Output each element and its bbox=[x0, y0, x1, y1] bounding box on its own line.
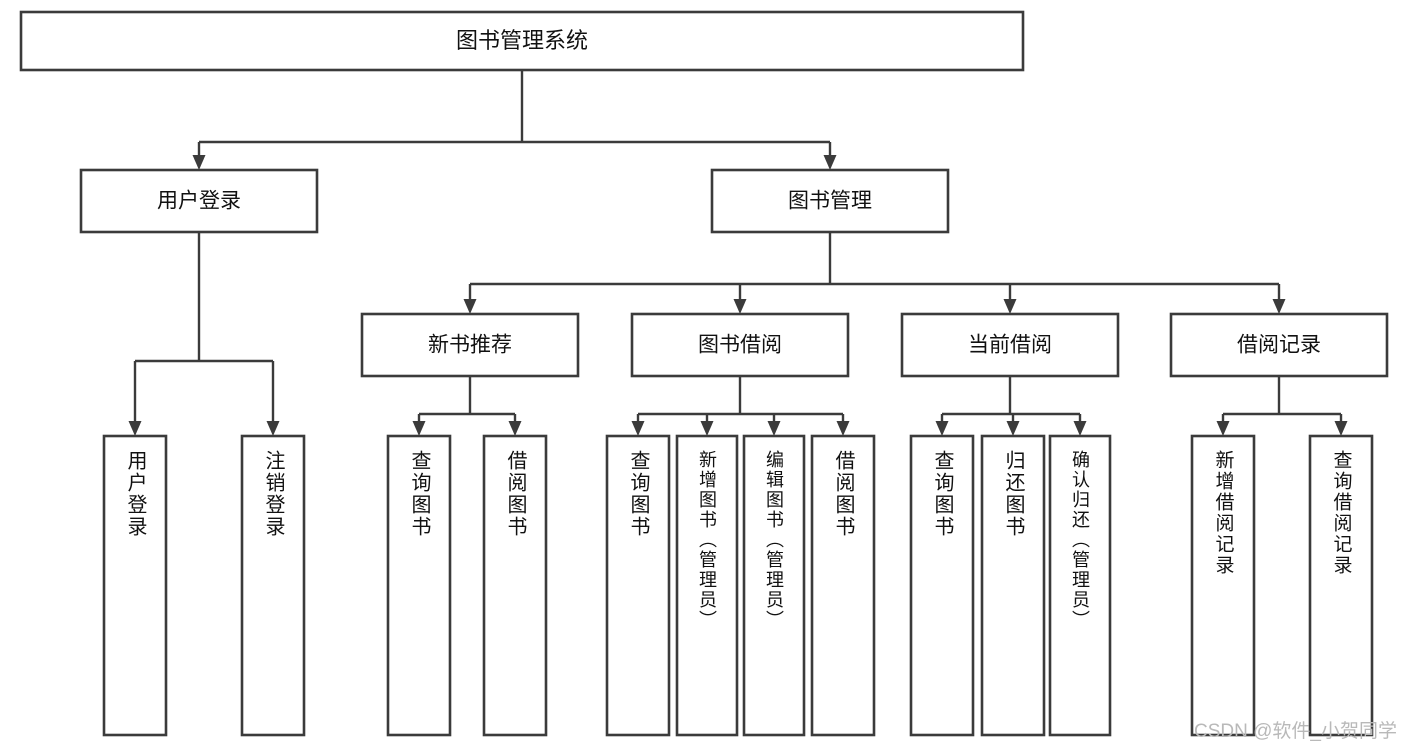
node-label-new-book-recommend: 新书推荐 bbox=[428, 334, 512, 357]
node-box-leaf-query-book-2[interactable] bbox=[605, 434, 671, 737]
connector-layer bbox=[128, 70, 1348, 436]
node-label-root: 图书管理系统 bbox=[456, 28, 588, 53]
node-label-current-borrow: 当前借阅 bbox=[968, 334, 1052, 357]
arrow-head-user-login bbox=[192, 155, 206, 170]
node-box-leaf-user-logout[interactable] bbox=[240, 434, 306, 737]
node-box-leaf-confirm-return[interactable] bbox=[1048, 434, 1112, 737]
arrow-head-leaf-add-book bbox=[700, 421, 714, 436]
node-box-leaf-add-book[interactable] bbox=[675, 434, 739, 737]
node-label-user-login: 用户登录 bbox=[157, 190, 241, 213]
node-box-leaf-user-login[interactable] bbox=[102, 434, 168, 737]
arrow-head-leaf-query-book-1 bbox=[412, 421, 426, 436]
node-box-root[interactable] bbox=[19, 10, 1025, 72]
node-box-new-book-recommend[interactable] bbox=[360, 312, 580, 378]
arrow-head-borrow-record bbox=[1272, 299, 1286, 314]
arrow-head-leaf-return-book bbox=[1006, 421, 1020, 436]
node-box-book-manage[interactable] bbox=[710, 168, 950, 234]
arrow-head-leaf-edit-book bbox=[767, 421, 781, 436]
node-box-leaf-add-record[interactable] bbox=[1190, 434, 1256, 737]
arrow-head-book-borrow bbox=[733, 299, 747, 314]
watermark-text: CSDN @软件_小贺同学 bbox=[1194, 721, 1397, 742]
arrow-head-leaf-user-logout bbox=[266, 421, 280, 436]
arrow-head-leaf-confirm-return bbox=[1073, 421, 1087, 436]
node-box-leaf-return-book[interactable] bbox=[980, 434, 1046, 737]
node-box-leaf-query-book-1[interactable] bbox=[386, 434, 452, 737]
arrow-head-new-book-recommend bbox=[463, 299, 477, 314]
node-box-leaf-query-book-3[interactable] bbox=[909, 434, 975, 737]
node-label-book-borrow: 图书借阅 bbox=[698, 334, 782, 357]
arrow-head-leaf-query-record bbox=[1334, 421, 1348, 436]
node-box-borrow-record[interactable] bbox=[1169, 312, 1389, 378]
arrow-head-leaf-borrow-book-1 bbox=[508, 421, 522, 436]
node-box-user-login[interactable] bbox=[79, 168, 319, 234]
node-box-current-borrow[interactable] bbox=[900, 312, 1120, 378]
arrow-head-leaf-add-record bbox=[1216, 421, 1230, 436]
arrow-head-leaf-query-book-3 bbox=[935, 421, 949, 436]
node-box-leaf-borrow-book-2[interactable] bbox=[810, 434, 876, 737]
node-box-leaf-borrow-book-1[interactable] bbox=[482, 434, 548, 737]
arrow-head-current-borrow bbox=[1003, 299, 1017, 314]
node-box-book-borrow[interactable] bbox=[630, 312, 850, 378]
node-box-layer bbox=[19, 10, 1389, 737]
node-label-borrow-record: 借阅记录 bbox=[1237, 334, 1321, 357]
node-box-leaf-edit-book[interactable] bbox=[742, 434, 806, 737]
node-box-leaf-query-record[interactable] bbox=[1308, 434, 1374, 737]
arrow-head-leaf-borrow-book-2 bbox=[836, 421, 850, 436]
arrow-head-leaf-user-login bbox=[128, 421, 142, 436]
arrow-head-book-manage bbox=[823, 155, 837, 170]
node-label-book-manage: 图书管理 bbox=[788, 190, 872, 213]
arrow-head-leaf-query-book-2 bbox=[631, 421, 645, 436]
